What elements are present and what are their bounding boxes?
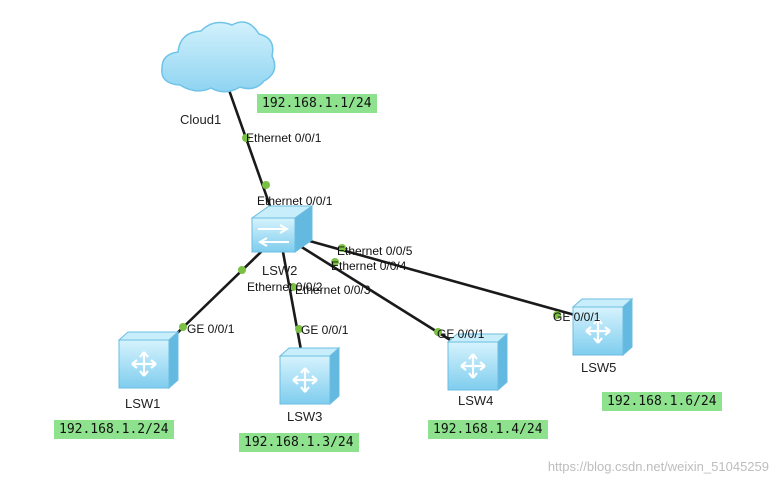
ip-tag-lsw3: 192.168.1.3/24 xyxy=(239,433,359,452)
links xyxy=(168,88,584,352)
cloud-icon[interactable] xyxy=(161,21,276,93)
port-dot-lsw1 xyxy=(179,323,187,331)
device-label-lsw2: LSW2 xyxy=(262,263,297,278)
link-lsw2-lsw5 xyxy=(304,238,584,319)
lsw1-icon[interactable] xyxy=(117,330,180,390)
port-dot-cloud1 xyxy=(242,134,250,142)
port-label-lsw5: GE 0/0/1 xyxy=(553,310,601,324)
lsw2-icon[interactable] xyxy=(250,205,314,253)
device-label-lsw4: LSW4 xyxy=(458,393,493,408)
port-dot-lsw3 xyxy=(295,325,303,333)
port-label-lsw2-e2: Ethernet 0/0/2 xyxy=(247,280,323,294)
ip-tag-lsw1: 192.168.1.2/24 xyxy=(54,420,174,439)
port-dot-lsw2-e4 xyxy=(331,258,339,266)
port-label-lsw3: GE 0/0/1 xyxy=(301,323,349,337)
port-dots xyxy=(179,134,561,336)
lsw4-icon[interactable] xyxy=(446,332,509,392)
lsw3-icon[interactable] xyxy=(278,346,341,406)
link-lsw2-lsw3 xyxy=(281,250,303,352)
watermark: https://blog.csdn.net/weixin_51045259 xyxy=(547,459,769,474)
device-label-lsw5: LSW5 xyxy=(581,360,616,375)
port-dot-lsw5 xyxy=(553,311,561,319)
lsw5-icon[interactable] xyxy=(571,297,634,357)
link-lsw2-lsw4 xyxy=(298,244,457,345)
port-label-lsw2-up: Ethernet 0/0/1 xyxy=(257,194,333,208)
device-label-cloud1: Cloud1 xyxy=(180,112,221,127)
port-dot-lsw2-e5 xyxy=(338,244,346,252)
port-dot-lsw2-e3 xyxy=(289,283,297,291)
port-dot-lsw2-e2 xyxy=(238,266,246,274)
port-label-lsw2-e5: Ethernet 0/0/5 xyxy=(337,244,413,258)
port-label-lsw1: GE 0/0/1 xyxy=(187,322,235,336)
port-label-cloud1: Ethernet 0/0/1 xyxy=(246,131,322,145)
port-dot-lsw2-up xyxy=(262,181,270,189)
port-dot-lsw4 xyxy=(434,328,442,336)
ip-tag-lsw4: 192.168.1.4/24 xyxy=(428,420,548,439)
ip-tag-lsw5: 192.168.1.6/24 xyxy=(602,392,722,411)
port-label-lsw2-e3: Ethernet 0/0/3 xyxy=(295,283,371,297)
ip-tag-cloud1: 192.168.1.1/24 xyxy=(257,94,377,113)
device-label-lsw3: LSW3 xyxy=(287,409,322,424)
port-label-lsw2-e4: Ethernet 0/0/4 xyxy=(331,259,407,273)
device-label-lsw1: LSW1 xyxy=(125,396,160,411)
port-label-lsw4: GE 0/0/1 xyxy=(437,327,485,341)
